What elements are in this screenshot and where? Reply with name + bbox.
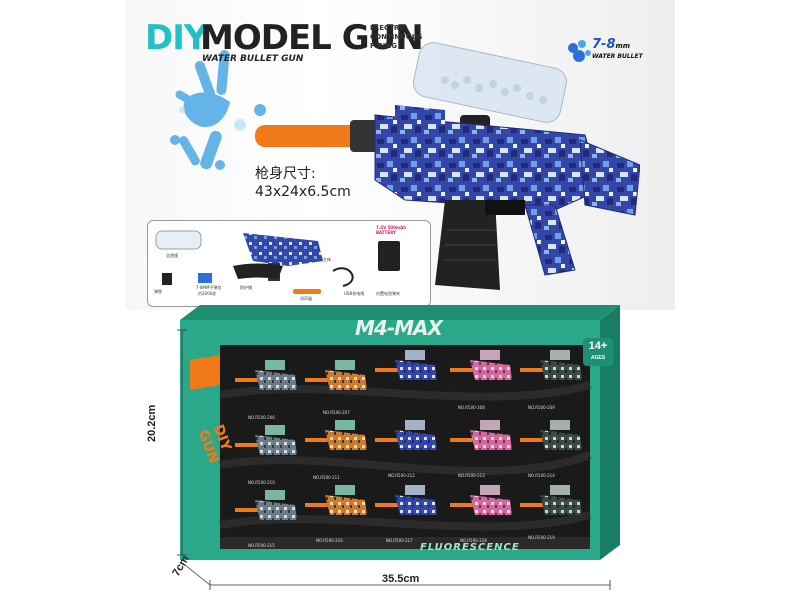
accessory-label: USB充电线 xyxy=(344,291,365,296)
model-number: NO.R500-216 xyxy=(316,538,343,543)
model-number: NO.R500-210 xyxy=(248,480,275,485)
bullet-size-badge: 7-8mm WATER BULLET xyxy=(592,37,643,62)
box-brand: M4-MAX xyxy=(355,316,443,340)
feature-line: CONTINUOUS xyxy=(370,33,423,41)
model-number: NO.R500-215 xyxy=(248,543,275,548)
model-number-grid: NO.R500-206 NO.R500-207 NO.R500-208 NO.R… xyxy=(228,345,598,548)
feature-line: FIRING xyxy=(370,42,397,50)
dimension-lines xyxy=(177,329,611,590)
product-size-label: 枪身尺寸: xyxy=(255,166,316,182)
ages-value: 14+ xyxy=(588,340,608,352)
brand-diy: DIY xyxy=(145,18,208,58)
accessory-label: 消声器 xyxy=(300,296,312,301)
model-number: NO.R500-206 xyxy=(248,415,275,420)
model-number: NO.R500-218 xyxy=(460,538,487,543)
fluorescence-label: FLUORESCENCE xyxy=(420,542,520,553)
bullet-label: WATER BULLET xyxy=(592,53,643,60)
bullet-size: 7-8 xyxy=(592,37,616,52)
model-number: NO.R500-211 xyxy=(313,475,340,480)
model-number: NO.R500-212 xyxy=(388,473,415,478)
box-height-label: 20.2cm xyxy=(146,404,158,442)
accessories-panel: 7.4V 500mAh BATTERY 全透镜 主体 弹匣 7-8MM子弹包 约… xyxy=(147,220,431,307)
product-size-value: 43x24x6.5cm xyxy=(255,184,351,200)
water-bullet-icon xyxy=(568,40,591,62)
battery-label: 7.4V 500mAh BATTERY xyxy=(376,225,406,235)
accessory-label: 主体 xyxy=(323,257,331,262)
ages-badge: 14+ AGES xyxy=(583,338,613,366)
accessory-label: 约2000发 xyxy=(198,291,217,296)
main-gun-image xyxy=(255,42,640,290)
water-splash-illustration xyxy=(170,50,266,170)
hopper xyxy=(412,42,567,123)
model-number: NO.R500-217 xyxy=(386,538,413,543)
accessory-label: 内置电池弹夹 xyxy=(376,291,400,296)
brand-model-gun: MODEL GUN xyxy=(200,18,424,58)
accessory-label: 7-8MM子弹包 xyxy=(196,285,222,290)
feature-text: ELECTRIC CONTINUOUS FIRING xyxy=(370,24,423,51)
accessory-label: 弹匣 xyxy=(154,289,162,294)
model-number: NO.R500-207 xyxy=(323,410,350,415)
model-number: NO.R500-213 xyxy=(458,473,485,478)
model-number: NO.R500-209 xyxy=(528,405,555,410)
accessory-label: 防护镜 xyxy=(240,285,252,290)
product-size: 枪身尺寸: 43x24x6.5cm xyxy=(255,165,351,201)
gun-grid xyxy=(235,350,582,520)
ages-label: AGES xyxy=(590,355,606,361)
model-number: NO.R500-208 xyxy=(458,405,485,410)
bullet-unit: mm xyxy=(615,42,631,50)
box-width-label: 35.5cm xyxy=(382,573,420,585)
accessory-label: 全透镜 xyxy=(166,253,178,258)
brand-subtitle: WATER BULLET GUN xyxy=(202,54,304,64)
feature-line: ELECTRIC xyxy=(370,24,408,32)
battery-word: BATTERY xyxy=(376,230,396,235)
model-number: NO.R500-219 xyxy=(528,535,555,540)
accessories-illustration xyxy=(155,230,400,294)
model-number: NO.R500-214 xyxy=(528,473,555,478)
battery-spec: 7.4V 500mAh xyxy=(376,225,407,230)
